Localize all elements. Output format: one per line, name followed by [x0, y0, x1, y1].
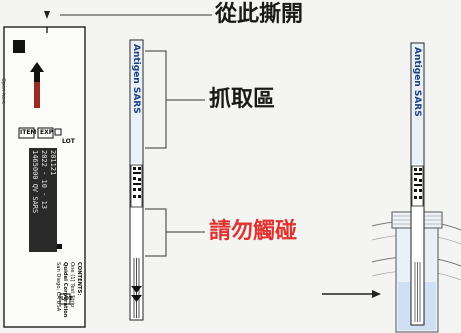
pouch-black-square: [13, 40, 25, 53]
contents-line-1: CONTENTS:: [76, 262, 82, 296]
pouch-exp-label: EXP: [40, 129, 54, 136]
grip-bracket: [145, 50, 167, 149]
pouch-arrow-caption: Open here: [0, 78, 6, 105]
manufacturer-line-2: San Diego, CA USA: [55, 262, 61, 312]
pouch-lot-text: 201121 2022 - 10 - 13 1465000 QV SARS: [30, 150, 57, 250]
lot-line-3: 1465000 QV SARS: [31, 150, 39, 214]
lot-line-2: 2022 - 10 - 13: [40, 150, 48, 210]
callout-tear-here: 從此撕開: [215, 2, 304, 27]
pouch-lot-label: LOT: [62, 138, 75, 145]
test-pouch: [3, 26, 86, 328]
pouch-lot-label-2: LOT: [61, 296, 73, 302]
callout-grip-area: 抓取區: [209, 87, 276, 112]
test-strip-middle: [129, 39, 144, 321]
strip-text-right: SARS Antigen SARS Antigen SARS: [412, 47, 422, 117]
lot-line-1: 201121: [49, 150, 57, 176]
pouch-item-label: ITEM: [20, 129, 37, 136]
open-arrow-icon: [30, 62, 44, 108]
tube-assembly: [371, 42, 461, 333]
touch-bracket: [145, 208, 167, 257]
strip-text-middle: SARS Antigen SARS Antigen SARS: [131, 44, 141, 114]
pointer-arrow-icon: [322, 290, 381, 298]
tear-marker-icon: [44, 11, 50, 19]
callout-do-not-touch: 請勿觸碰: [209, 219, 298, 244]
pouch-lot-box: [29, 148, 57, 252]
